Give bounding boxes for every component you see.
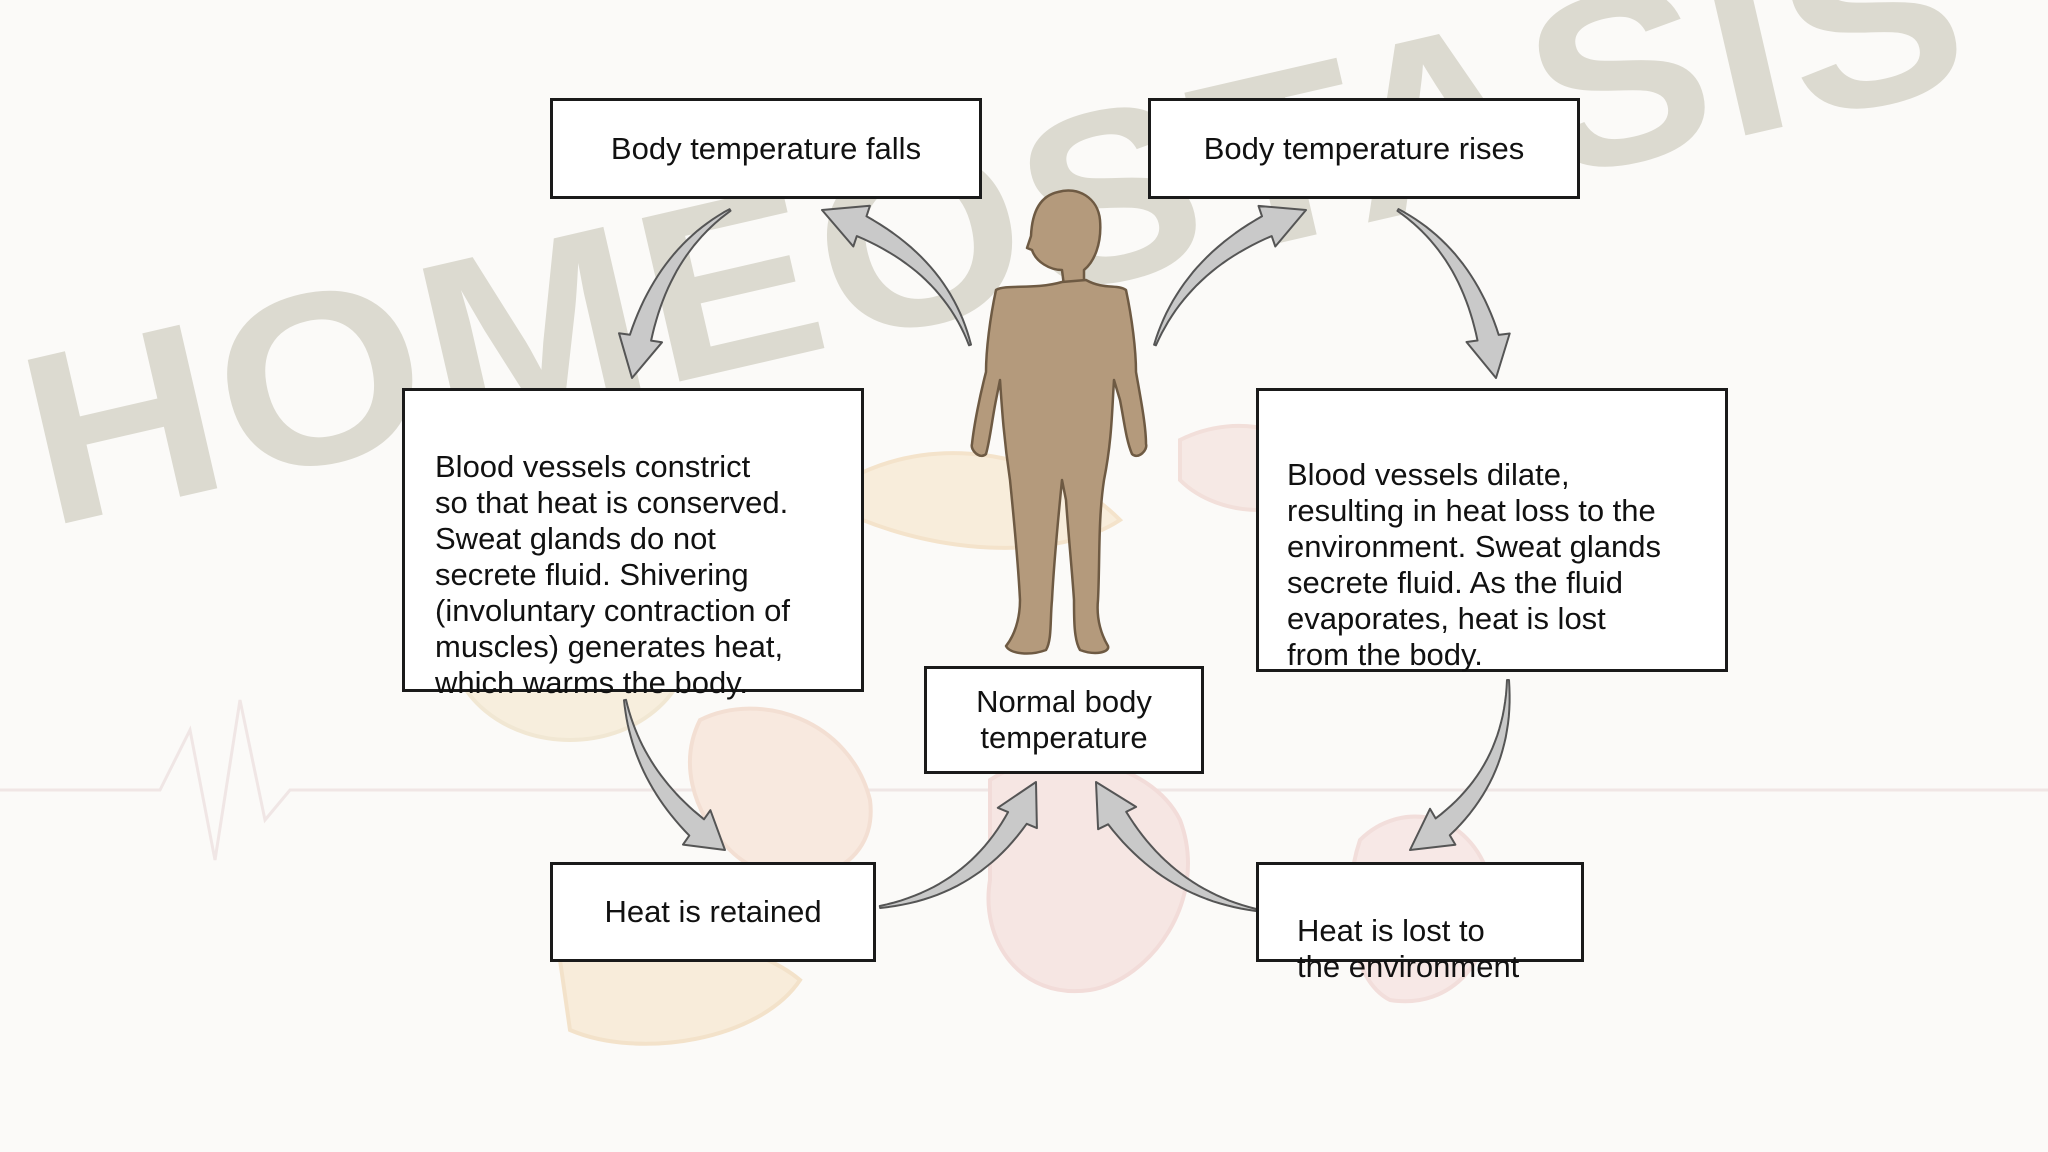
- heartbeat-line: [0, 699, 2048, 861]
- heat-lost-box: Heat is lost to the environment: [1256, 862, 1584, 984]
- arrow-center-to-falls: [821, 204, 972, 347]
- constrict-text: Blood vessels constrict so that heat is …: [435, 449, 790, 700]
- dilate-box: Blood vessels dilate, resulting in heat …: [1256, 388, 1728, 672]
- arrow-rises-to-dilate: [1396, 208, 1511, 379]
- human-head: [1025, 189, 1102, 288]
- arrow-retained-to-normal: [878, 781, 1038, 909]
- arrow-constrict-to-retained: [623, 698, 726, 851]
- human-silhouette: [970, 189, 1148, 655]
- arrow-dilate-to-lost: [1409, 679, 1511, 851]
- arrow-center-to-rises: [1153, 204, 1307, 347]
- normal-temp-box: Normal body temperature: [924, 666, 1204, 774]
- human-body: [970, 278, 1148, 655]
- arrow-falls-to-constrict: [618, 208, 732, 379]
- constrict-box: Blood vessels constrict so that heat is …: [402, 388, 864, 700]
- temp-falls-label: Body temperature falls: [610, 130, 922, 166]
- dilate-text: Blood vessels dilate, resulting in heat …: [1287, 457, 1661, 672]
- heat-lost-label: Heat is lost to the environment: [1297, 913, 1520, 984]
- heat-retained-box: Heat is retained: [550, 862, 876, 962]
- normal-temp-label: Normal body temperature: [976, 684, 1152, 755]
- temp-rises-label: Body temperature rises: [1203, 130, 1525, 166]
- arrow-lost-to-normal: [1095, 781, 1258, 912]
- temp-falls-box: Body temperature falls: [550, 98, 982, 199]
- temp-rises-box: Body temperature rises: [1148, 98, 1580, 199]
- heat-retained-label: Heat is retained: [604, 894, 822, 929]
